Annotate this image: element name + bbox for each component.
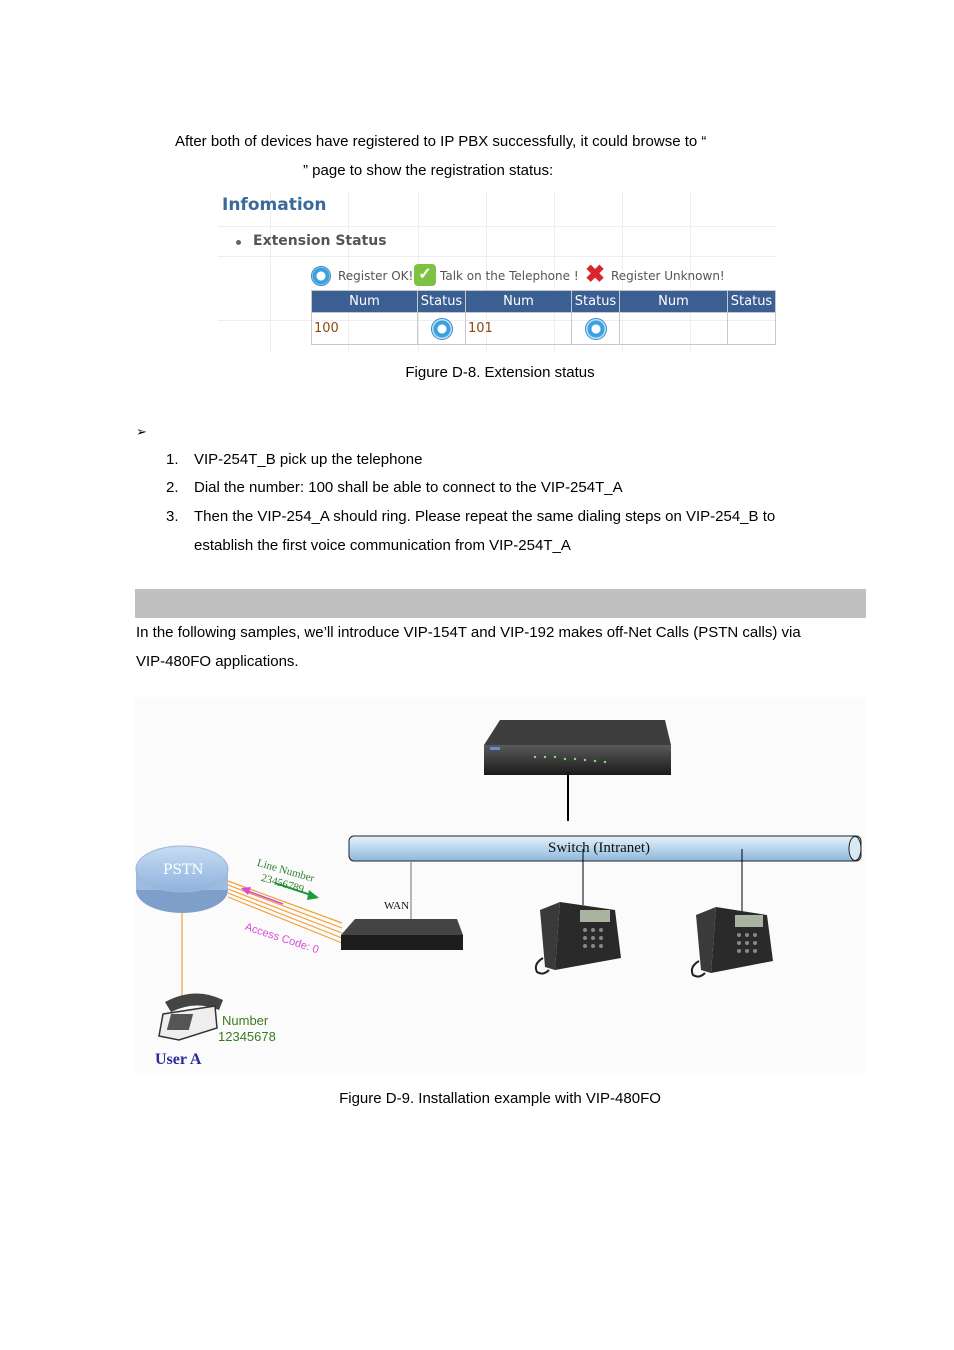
diagram-svg [135, 720, 862, 1041]
figure-9-caption: Figure D-9. Installation example with VI… [339, 1090, 661, 1107]
paragraph-line-1: In the following samples, we’ll introduc… [136, 624, 801, 641]
intro-line-2: ” page to show the registration status: [303, 162, 554, 179]
table-cell: 100 [311, 312, 418, 345]
intro-line-1: After both of devices have registered to… [175, 133, 707, 150]
register-ok-icon [311, 266, 331, 286]
status-cell [571, 312, 620, 345]
step-text: establish the first voice communication … [194, 537, 571, 554]
switch-pipe [348, 835, 862, 862]
step-number: 1. [166, 451, 179, 468]
step-number: 3. [166, 508, 179, 525]
pstn-cloud-icon [135, 845, 229, 913]
legend-register-ok: Register OK! [338, 269, 414, 283]
number-value: 12345678 [218, 1029, 276, 1044]
gateway-device-icon [341, 919, 463, 950]
paragraph-line-2: VIP-480FO applications. [136, 653, 299, 670]
talk-check-icon: ✓ [414, 264, 436, 286]
status-cell [417, 312, 466, 345]
table-cell: 101 [465, 312, 572, 345]
switch-label: Switch (Intranet) [548, 840, 651, 856]
step-number: 2. [166, 479, 179, 496]
extension-status-screenshot: Infomation Extension Status Register OK!… [218, 192, 776, 352]
ip-phone-icon [690, 907, 773, 978]
table-cell [727, 312, 776, 345]
col-header: Status [417, 290, 466, 313]
info-title: Infomation [222, 195, 327, 215]
col-header: Status [727, 290, 776, 313]
installation-diagram: PSTN Switch (Intranet) Line Number 23456… [135, 697, 865, 1073]
col-header: Num [311, 290, 418, 313]
user-a-label: User A [155, 1051, 202, 1068]
legend-talk: Talk on the Telephone ! [440, 269, 579, 283]
registered-status-icon [430, 317, 453, 340]
legend-unknown: Register Unknown! [611, 269, 725, 283]
col-header: Status [571, 290, 620, 313]
arrow-bullet-icon: ➢ [136, 424, 147, 439]
step-text: Then the VIP-254_A should ring. Please r… [194, 508, 776, 525]
ip-phone-icon [534, 902, 621, 975]
pstn-label: PSTN [163, 862, 204, 878]
bullet-icon [236, 240, 241, 245]
wan-label: WAN [384, 900, 410, 912]
extension-status-heading: Extension Status [253, 233, 387, 249]
telephone-icon [158, 993, 223, 1041]
ip-pbx-device-icon [484, 720, 671, 775]
registered-status-icon [584, 317, 607, 340]
section-heading-bar [135, 589, 866, 618]
number-label: Number [222, 1013, 269, 1028]
step-text: Dial the number: 100 shall be able to co… [194, 479, 623, 496]
table-cell [619, 312, 728, 345]
register-unknown-icon: ✖ [584, 261, 606, 288]
col-header: Num [619, 290, 728, 313]
col-header: Num [465, 290, 572, 313]
step-text: VIP-254T_B pick up the telephone [194, 451, 423, 468]
figure-8-caption: Figure D-8. Extension status [405, 364, 595, 381]
extension-table: Num Status Num Status Num Status 100 101 [311, 290, 776, 345]
